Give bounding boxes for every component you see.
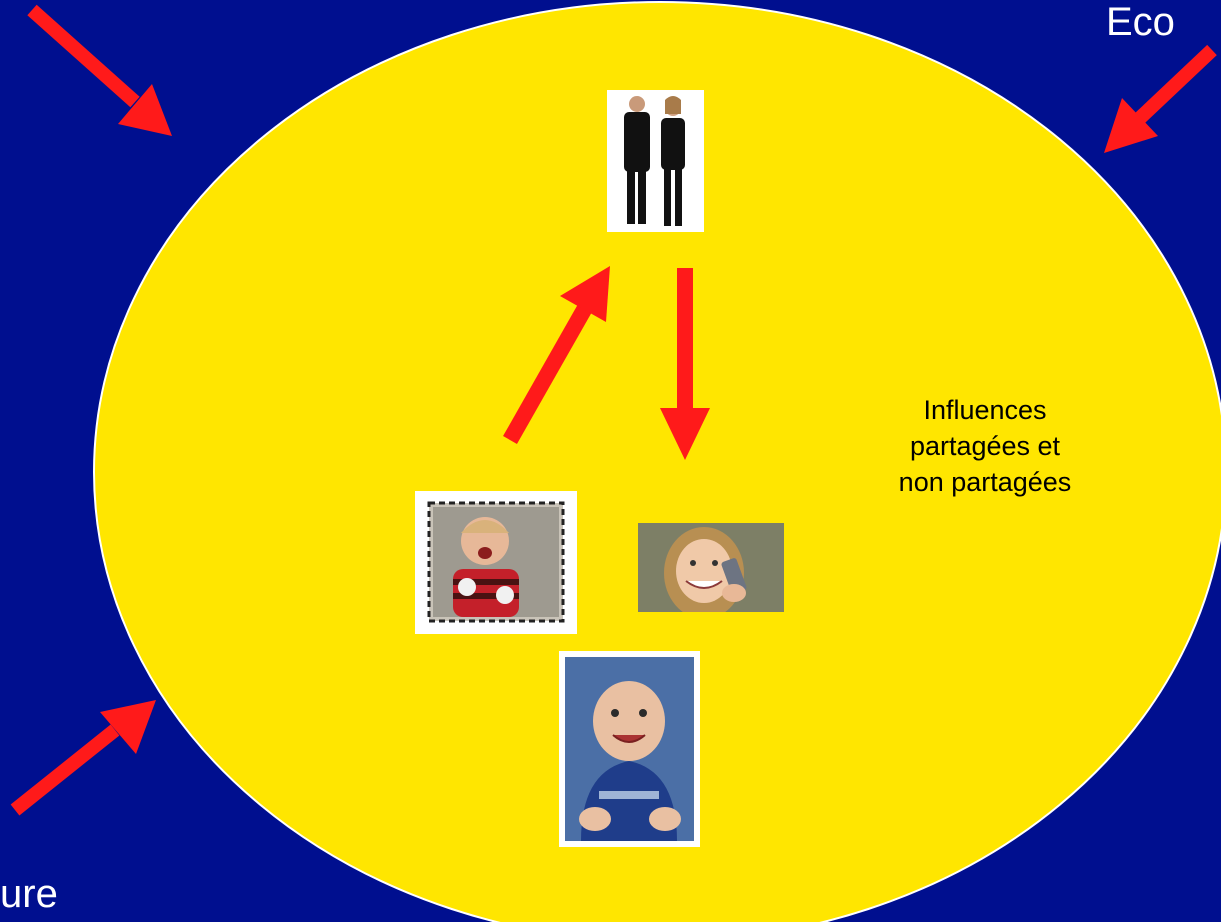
influences-label: Influences partagées et non partagées — [860, 392, 1110, 500]
arrow-top-left — [27, 4, 172, 136]
arrow-up-to-parents — [503, 266, 610, 444]
influences-line-1: Influences — [923, 395, 1047, 425]
arrow-bottom-left — [10, 700, 156, 816]
label-eco: Eco — [1106, 0, 1175, 44]
arrow-down-to-children — [660, 268, 710, 460]
arrow-top-right — [1104, 44, 1217, 153]
parents-photo — [607, 90, 704, 232]
influences-line-3: non partagées — [898, 467, 1072, 497]
label-ure: ure — [0, 872, 58, 916]
boy-photo — [415, 491, 577, 634]
influences-line-2: partagées et — [909, 431, 1061, 461]
girl-phone-photo — [638, 523, 784, 612]
family-ellipse — [93, 1, 1221, 922]
baby-photo — [559, 651, 700, 847]
